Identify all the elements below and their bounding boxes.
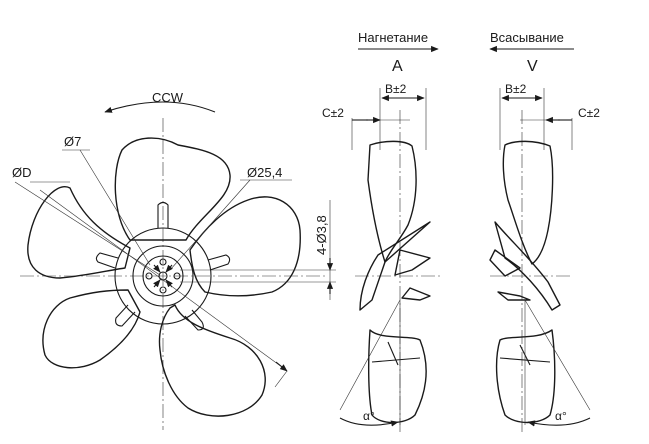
width-tol-right: B±2 <box>505 82 527 96</box>
hub-ring <box>132 245 194 307</box>
offset-tol-left: C±2 <box>322 106 344 120</box>
hole-dia-label: Ø7 <box>64 134 81 149</box>
side-view-discharge: Нагнетание A B±2 C±2 α° <box>322 30 440 434</box>
mount-hole-3 <box>159 286 167 294</box>
angle-right: α° <box>555 409 567 423</box>
suction-view-label: V <box>527 58 538 75</box>
blade-right <box>189 196 301 297</box>
rotation-label: CCW <box>152 90 184 105</box>
front-view: CCW Ø7 ØD Ø25,4 4-Ø3,8 <box>12 90 336 430</box>
blade-lower-left <box>42 289 141 369</box>
hub-outer <box>114 227 212 325</box>
mount-holes-label: 4-Ø3,8 <box>314 215 329 255</box>
hub-inner <box>142 255 184 297</box>
width-tol-left: B±2 <box>385 82 407 96</box>
outer-dia-label: ØD <box>12 165 32 180</box>
discharge-caption: Нагнетание <box>358 30 428 45</box>
offset-tol-right: C±2 <box>578 106 600 120</box>
angle-left: α° <box>363 409 375 423</box>
mount-hole-1 <box>159 258 167 266</box>
side-view-suction: Всасывание V B±2 C±2 α° <box>489 30 600 434</box>
blade-top <box>114 137 231 241</box>
rotation-arrow <box>104 101 216 113</box>
mount-hole-2 <box>173 272 181 280</box>
mount-hole-4 <box>145 272 153 280</box>
suction-caption: Всасывание <box>490 30 564 45</box>
blade-bottom <box>158 304 266 417</box>
hub-dia-label: Ø25,4 <box>247 165 282 180</box>
blade-upper-left <box>27 186 131 279</box>
discharge-view-label: A <box>392 58 403 75</box>
